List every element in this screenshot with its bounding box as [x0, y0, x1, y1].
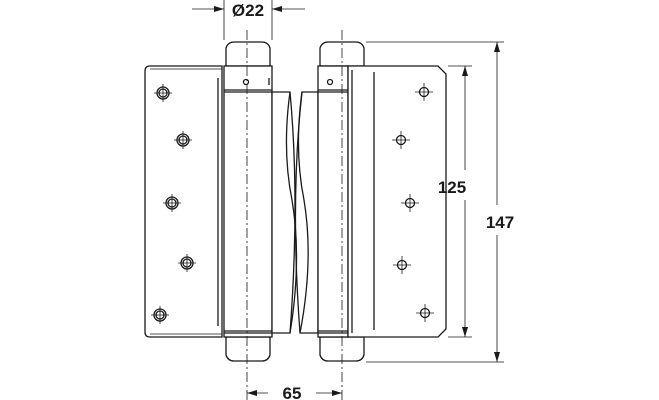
plate-height-dimension: 125 [438, 65, 472, 338]
overall-height-dimension: 147 [366, 41, 514, 363]
screw-hole-icon [392, 131, 410, 149]
screw-hole-icon [178, 254, 196, 272]
diameter-dimension: Ø22 [192, 0, 305, 40]
plate-height-label: 125 [438, 178, 466, 197]
break-line-left [285, 91, 298, 334]
right-barrel [294, 41, 365, 362]
left-barrel [223, 41, 296, 362]
axis-distance-label: 65 [283, 384, 302, 400]
screw-hole-icon [174, 131, 192, 149]
diameter-label: Ø22 [232, 1, 264, 20]
break-line-right [297, 91, 309, 334]
left-leaf [144, 65, 223, 338]
screw-hole-icon [151, 306, 169, 324]
screw-holes [151, 83, 434, 324]
overall-height-label: 147 [486, 213, 514, 232]
axis-distance-dimension: 65 [247, 384, 342, 400]
screw-hole-icon [154, 84, 172, 102]
screw-hole-icon [401, 194, 419, 212]
screw-hole-icon [416, 304, 434, 322]
screw-hole-icon [415, 83, 433, 101]
screw-hole-icon [163, 194, 181, 212]
screw-hole-icon [393, 256, 411, 274]
right-leaf [347, 65, 447, 338]
